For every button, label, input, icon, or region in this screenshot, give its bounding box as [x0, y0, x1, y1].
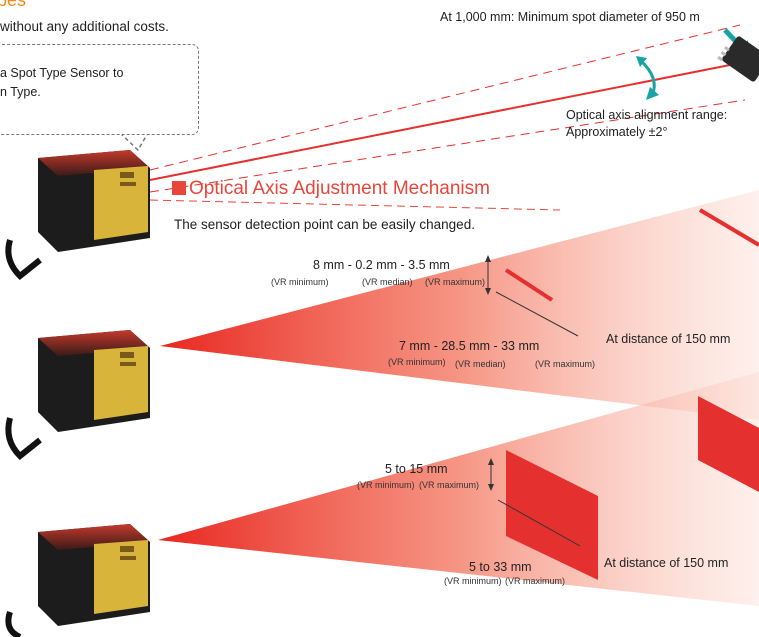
- vr-label: (VR minimum): [388, 357, 446, 367]
- section-underline: [149, 199, 561, 211]
- area-beam: [158, 372, 759, 606]
- vr-label: (VR median): [362, 277, 413, 287]
- line-beam-length: 7 mm - 28.5 mm - 33 mm: [399, 339, 540, 353]
- area-beam-height: 5 to 15 mm: [385, 462, 448, 476]
- alignment-range-label: Optical axis alignment range:: [566, 108, 728, 122]
- vr-label: (VR maximum): [419, 480, 479, 490]
- vr-label: (VR maximum): [505, 576, 565, 586]
- sensor-middle: [5, 330, 150, 461]
- line-beam-distance: At distance of 150 mm: [606, 332, 731, 346]
- area-beam-width: 5 to 33 mm: [469, 560, 532, 574]
- page-title: pes: [0, 0, 27, 10]
- spot-diameter-label: At 1,000 mm: Minimum spot diameter of 95…: [440, 10, 700, 24]
- vr-label: (VR minimum): [444, 576, 502, 586]
- callout-line-1: a Spot Type Sensor to: [0, 66, 124, 80]
- vr-label: (VR minimum): [357, 480, 415, 490]
- vr-label: (VR maximum): [425, 277, 485, 287]
- vr-label: (VR median): [455, 359, 506, 369]
- callout-tail: [119, 132, 149, 152]
- top-laser-beam: [149, 24, 746, 193]
- callout-line-2: n Type.: [0, 85, 41, 99]
- sensor-bottom: [5, 524, 150, 637]
- ic-chip-icon: [717, 36, 759, 82]
- line-beam-thickness: 8 mm - 0.2 mm - 3.5 mm: [313, 258, 450, 272]
- section-subtitle: The sensor detection point can be easily…: [174, 217, 475, 232]
- vr-label: (VR maximum): [535, 359, 595, 369]
- area-beam-distance: At distance of 150 mm: [604, 556, 729, 570]
- section-title: Optical Axis Adjustment Mechanism: [172, 178, 490, 200]
- alignment-range-value: Approximately ±2°: [566, 125, 668, 139]
- line-beam: [160, 190, 759, 420]
- sensor-top: [5, 150, 150, 281]
- vr-label: (VR minimum): [271, 277, 329, 287]
- intro-text: without any additional costs.: [0, 19, 169, 34]
- callout-box: [0, 44, 199, 135]
- section-title-text: Optical Axis Adjustment Mechanism: [189, 178, 490, 199]
- square-bullet-icon: [172, 181, 186, 195]
